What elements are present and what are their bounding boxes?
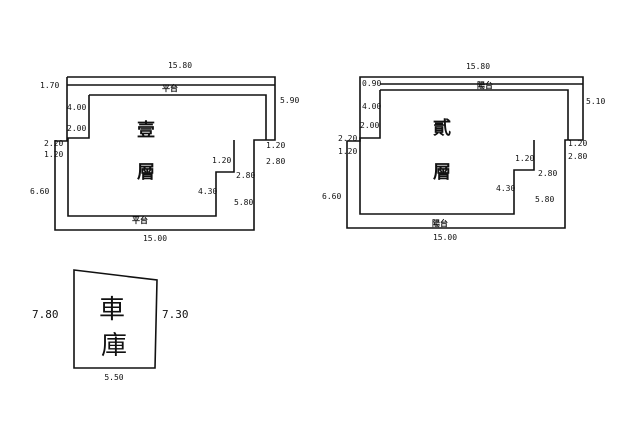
floor-2-name-top: 貳	[433, 117, 451, 139]
floor-1-step-b: 2.80	[236, 171, 255, 180]
floor-2-left-d: 2.20	[338, 134, 357, 143]
floor-2-right-a: 1.20	[568, 139, 587, 148]
floor-2-left-e: 1.20	[338, 147, 357, 156]
floor-1-name-bottom: 層	[137, 162, 155, 183]
floor-1-balcony-top: 平台	[162, 83, 178, 93]
floor-1-plan: 15.80 平台 5.90 1.70 4.00 2.00 2.20 1.20 6…	[30, 61, 299, 243]
floor-2-balcony-bottom: 陽台	[432, 218, 448, 228]
garage-name-bottom: 庫	[101, 331, 127, 361]
floor-2-left-b: 4.00	[362, 102, 381, 111]
floor-2-step-a: 1.20	[515, 154, 534, 163]
floor-1-inner-outline	[89, 94, 267, 140]
floor-1-left-e: 1.20	[44, 150, 63, 159]
floor-2-balcony-top: 陽台	[477, 80, 493, 90]
floor-2-step-c: 4.30	[496, 184, 515, 193]
floor-2-left-total: 6.60	[322, 192, 341, 201]
garage-left-dim: 7.80	[32, 308, 59, 321]
floor-1-outer-outline	[54, 76, 276, 231]
floor-2-right-top: 5.10	[586, 97, 605, 106]
floor-1-inner-lower	[67, 95, 235, 217]
floor-1-step-a: 1.20	[212, 156, 231, 165]
floor-1-left-d: 2.20	[44, 139, 63, 148]
floor-1-right-bottom: 5.80	[234, 198, 253, 207]
floor-2-step-b: 2.80	[538, 169, 557, 178]
floor-1-step-c: 4.30	[198, 187, 217, 196]
floor-1-bottom-width: 15.00	[143, 234, 167, 243]
floor-1-right-a: 1.20	[266, 141, 285, 150]
floor-1-balcony-bottom: 平台	[132, 215, 148, 225]
floor-1-top-width: 15.80	[168, 61, 192, 70]
garage-right-dim: 7.30	[162, 308, 189, 321]
floor-2-bottom-width: 15.00	[433, 233, 457, 242]
floor-2-inner-lower	[359, 90, 535, 215]
floor-2-right-b: 2.80	[568, 152, 587, 161]
garage-name-top: 車	[99, 295, 125, 325]
garage-bottom-dim: 5.50	[104, 373, 123, 382]
floor-2-outer-outline	[346, 76, 584, 229]
floor-1-left-b: 4.00	[67, 103, 86, 112]
floor-1-left-a: 1.70	[40, 81, 59, 90]
floor-2-name-bottom: 層	[433, 162, 451, 183]
floor-2-top-width: 15.80	[466, 62, 490, 71]
floor-1-right-b: 2.80	[266, 157, 285, 166]
floor-1-left-c: 2.00	[67, 124, 86, 133]
floor-1-name-top: 壹	[137, 120, 155, 141]
garage-outline	[73, 269, 158, 369]
floor-1-left-total: 6.60	[30, 187, 49, 196]
floor-2-inner-outline	[380, 89, 569, 140]
floor-2-left-c: 2.00	[360, 121, 379, 130]
floor-2-right-bottom: 5.80	[535, 195, 554, 204]
garage-plan: 7.80 7.30 5.50 車 庫	[32, 269, 189, 382]
floor-1-right-top: 5.90	[280, 96, 299, 105]
floor-2-left-a: 0.90	[362, 79, 381, 88]
floor-2-plan: 15.80 陽台 5.10 0.90 4.00 2.00 2.20 1.20 6…	[322, 62, 605, 242]
